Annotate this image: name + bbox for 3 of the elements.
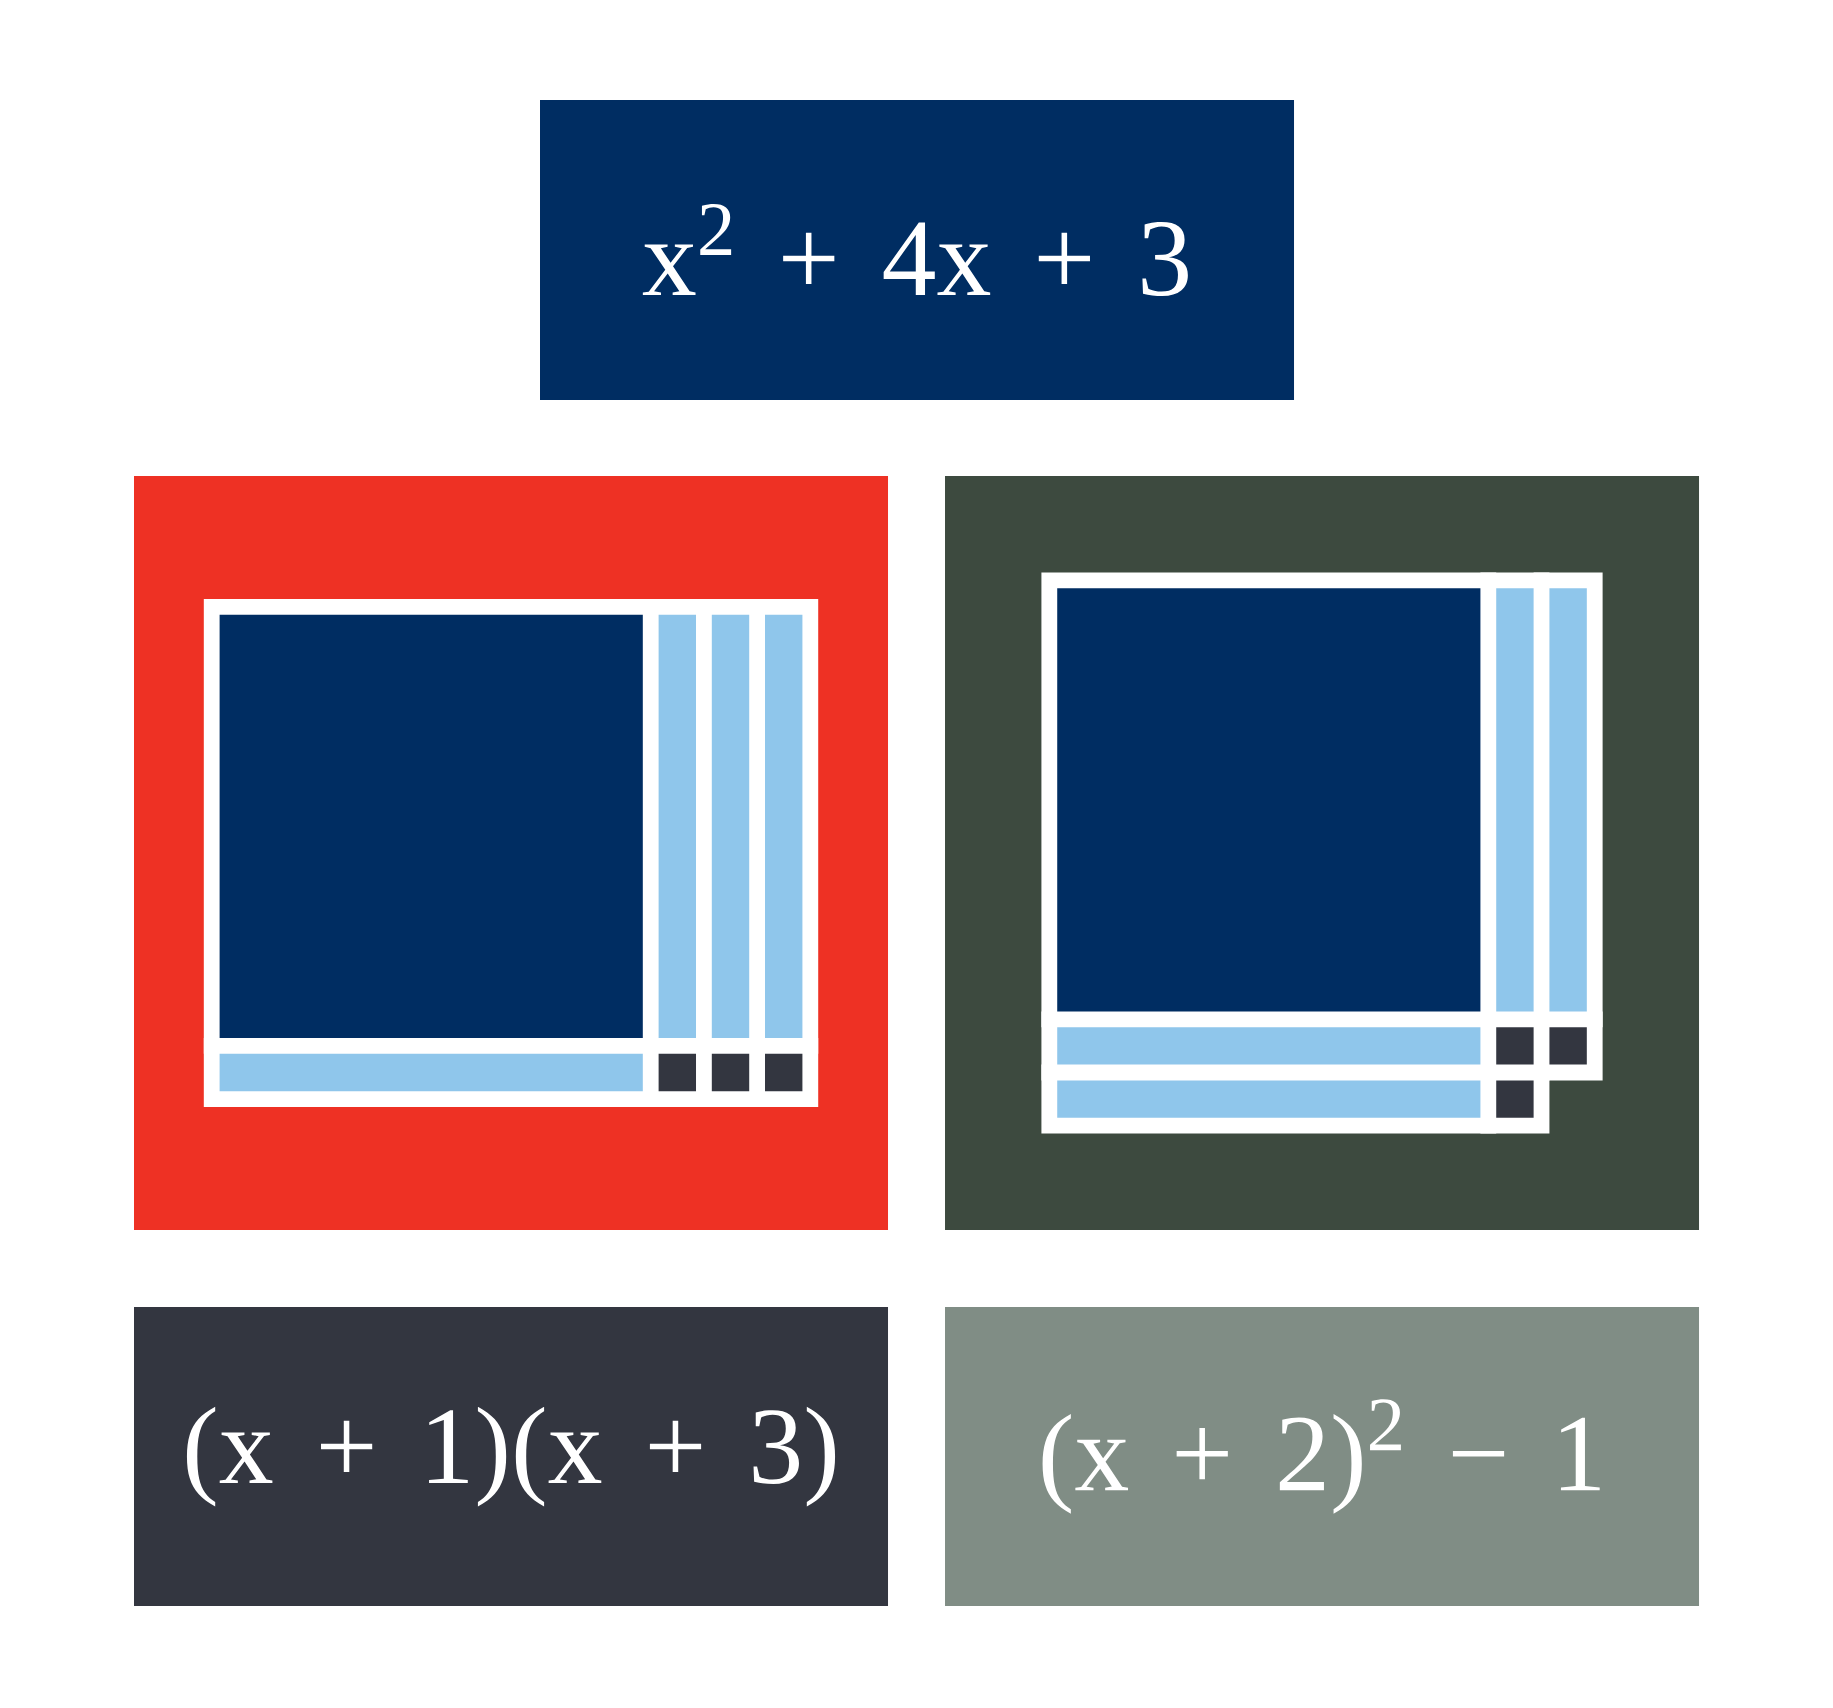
formula-box: (x + 2)$^{2}$ − 1 [945, 1307, 1699, 1606]
formula-box: (x + 1)(x + 3) [134, 1307, 888, 1606]
formula-box: x$^{2}$ + 4x + 3 [540, 100, 1294, 400]
